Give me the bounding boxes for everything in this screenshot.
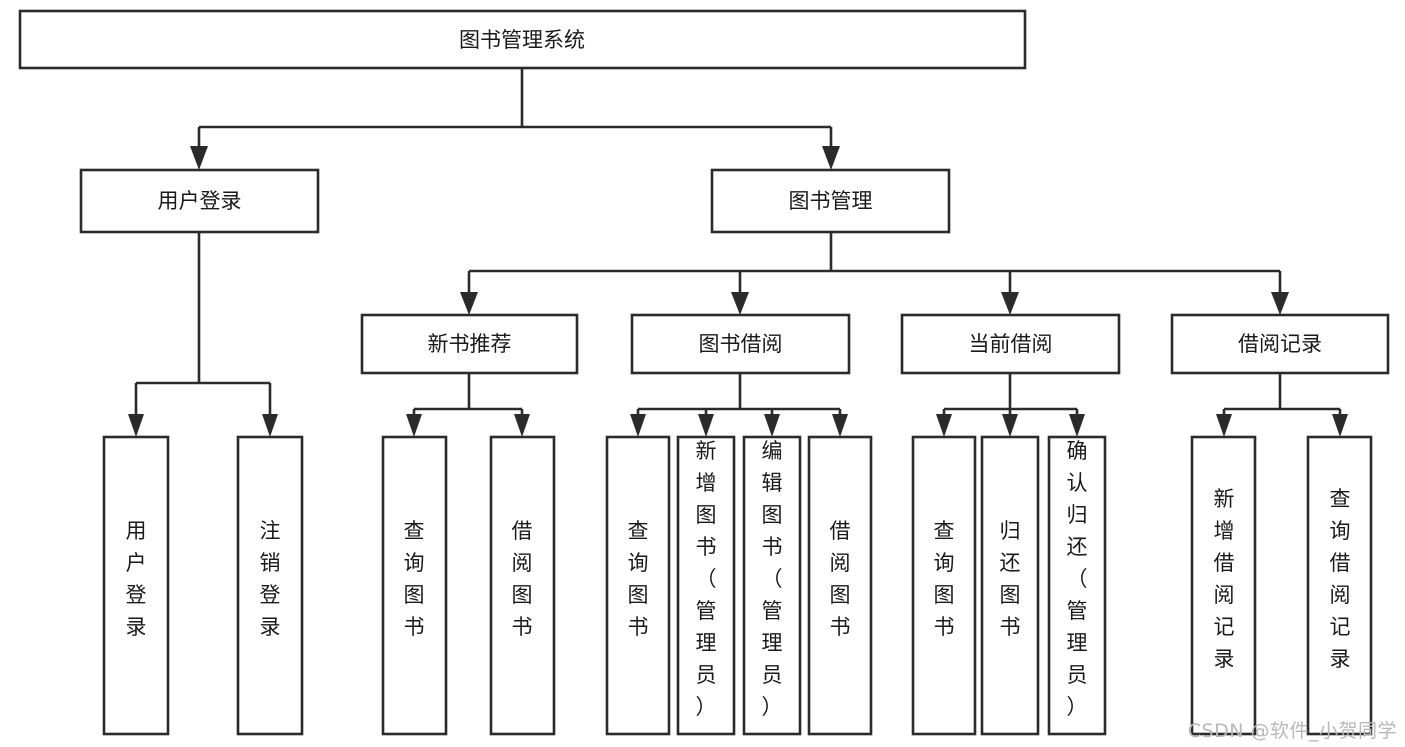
arrowhead-leaf-user-login xyxy=(128,414,144,437)
arrowhead-leaf-borrow-book-2 xyxy=(832,414,848,437)
node-borrow-record-label: 借阅记录 xyxy=(1238,332,1322,356)
node-leaf-query-book-1[interactable]: 查询图书 xyxy=(381,435,448,736)
node-leaf-query-book-1-label: 查询图书 xyxy=(404,519,425,639)
node-leaf-borrow-book-1-box[interactable] xyxy=(489,435,556,736)
node-leaf-add-record-label: 新增借阅记录 xyxy=(1214,487,1235,671)
node-book-manage[interactable]: 图书管理 xyxy=(710,168,951,234)
arrowhead-leaf-confirm-return xyxy=(1069,414,1085,437)
node-leaf-user-login[interactable]: 用户登录 xyxy=(102,435,170,736)
arrowhead-leaf-borrow-book-1 xyxy=(514,414,530,437)
edges-user-login-to-leaves xyxy=(128,232,278,437)
edges-borrow-record-to-leaves xyxy=(1216,373,1348,437)
arrowhead-leaf-return-book xyxy=(1002,414,1018,437)
node-root[interactable]: 图书管理系统 xyxy=(18,9,1027,70)
node-new-book-rec-label: 新书推荐 xyxy=(428,332,512,356)
node-leaf-edit-book-box[interactable] xyxy=(742,435,802,736)
node-leaf-borrow-book-2-box[interactable] xyxy=(807,435,873,736)
arrowhead-leaf-query-book-3 xyxy=(936,414,952,437)
node-book-borrow[interactable]: 图书借阅 xyxy=(630,313,851,375)
arrowhead-book-manage xyxy=(822,146,840,170)
node-leaf-return-book-box[interactable] xyxy=(980,435,1040,736)
edges-current-borrow-to-leaves xyxy=(936,373,1085,437)
csdn-watermark: CSDN @软件_小贺同学 xyxy=(1187,720,1397,742)
node-current-borrow-box[interactable] xyxy=(900,313,1121,375)
node-current-borrow-label: 当前借阅 xyxy=(969,332,1053,356)
edges-root-to-level1 xyxy=(190,68,840,170)
node-book-borrow-label: 图书借阅 xyxy=(699,332,783,356)
node-leaf-query-record-label: 查询借阅记录 xyxy=(1330,487,1351,671)
node-root-label: 图书管理系统 xyxy=(459,28,585,52)
node-leaf-confirm-return-box[interactable] xyxy=(1047,435,1107,736)
arrowhead-new-book-rec xyxy=(460,292,478,315)
node-leaf-query-record[interactable]: 查询借阅记录 xyxy=(1306,435,1373,736)
node-leaf-query-book-1-box[interactable] xyxy=(381,435,448,736)
arrowhead-leaf-edit-book xyxy=(764,414,780,437)
node-leaf-user-login-label: 用户登录 xyxy=(126,519,147,639)
node-user-login-label: 用户登录 xyxy=(158,189,242,213)
node-new-book-rec[interactable]: 新书推荐 xyxy=(360,313,579,375)
node-leaf-query-book-3[interactable]: 查询图书 xyxy=(911,435,977,736)
node-book-manage-label: 图书管理 xyxy=(789,189,873,213)
node-leaf-confirm-return[interactable]: 确认归还（管理员） xyxy=(1047,435,1107,736)
node-user-login-box[interactable] xyxy=(79,168,320,234)
node-leaf-borrow-book-2-label: 借阅图书 xyxy=(830,519,851,639)
node-leaf-query-book-2-label: 查询图书 xyxy=(628,519,649,639)
node-leaf-add-record-box[interactable] xyxy=(1190,435,1257,736)
node-leaf-return-book-label: 归还图书 xyxy=(1000,519,1021,639)
node-user-login[interactable]: 用户登录 xyxy=(79,168,320,234)
node-current-borrow[interactable]: 当前借阅 xyxy=(900,313,1121,375)
edges-new-book-rec-to-leaves xyxy=(406,373,530,437)
node-leaf-return-book[interactable]: 归还图书 xyxy=(980,435,1040,736)
node-leaf-add-book[interactable]: 新增图书（管理员） xyxy=(676,435,736,736)
arrowhead-leaf-add-book xyxy=(698,414,714,437)
arrowhead-user-login xyxy=(190,146,208,170)
arrowhead-book-borrow xyxy=(731,292,749,315)
node-new-book-rec-box[interactable] xyxy=(360,313,579,375)
node-leaf-query-book-2-box[interactable] xyxy=(605,435,671,736)
node-leaf-add-record[interactable]: 新增借阅记录 xyxy=(1190,435,1257,736)
node-leaf-query-record-box[interactable] xyxy=(1306,435,1373,736)
node-leaf-query-book-3-box[interactable] xyxy=(911,435,977,736)
node-leaf-logout-label: 注销登录 xyxy=(260,519,281,639)
arrowhead-borrow-record xyxy=(1271,292,1289,315)
node-leaf-add-book-label: 新增图书（管理员） xyxy=(696,439,717,719)
node-leaf-logout-box[interactable] xyxy=(236,435,304,736)
node-leaf-edit-book[interactable]: 编辑图书（管理员） xyxy=(742,435,802,736)
node-leaf-edit-book-label: 编辑图书（管理员） xyxy=(762,439,783,719)
node-leaf-logout[interactable]: 注销登录 xyxy=(236,435,304,736)
node-borrow-record-box[interactable] xyxy=(1170,313,1390,375)
node-book-manage-box[interactable] xyxy=(710,168,951,234)
node-book-borrow-box[interactable] xyxy=(630,313,851,375)
arrowhead-leaf-query-book-1 xyxy=(406,414,422,437)
node-leaf-confirm-return-label: 确认归还（管理员） xyxy=(1067,439,1088,719)
arrowhead-leaf-query-record xyxy=(1332,414,1348,437)
node-leaf-query-book-2[interactable]: 查询图书 xyxy=(605,435,671,736)
arrowhead-current-borrow xyxy=(1001,292,1019,315)
arrowhead-leaf-logout xyxy=(262,414,278,437)
node-leaf-borrow-book-1-label: 借阅图书 xyxy=(512,519,533,639)
node-leaf-add-book-box[interactable] xyxy=(676,435,736,736)
node-borrow-record[interactable]: 借阅记录 xyxy=(1170,313,1390,375)
edges-book-borrow-to-leaves xyxy=(630,373,848,437)
node-leaf-query-book-3-label: 查询图书 xyxy=(934,519,955,639)
node-leaf-borrow-book-1[interactable]: 借阅图书 xyxy=(489,435,556,736)
arrowhead-leaf-query-book-2 xyxy=(630,414,646,437)
node-root-box[interactable] xyxy=(18,9,1027,70)
node-leaf-user-login-box[interactable] xyxy=(102,435,170,736)
edges-book-manage-to-level2 xyxy=(460,232,1289,315)
node-leaf-borrow-book-2[interactable]: 借阅图书 xyxy=(807,435,873,736)
arrowhead-leaf-add-record xyxy=(1216,414,1232,437)
